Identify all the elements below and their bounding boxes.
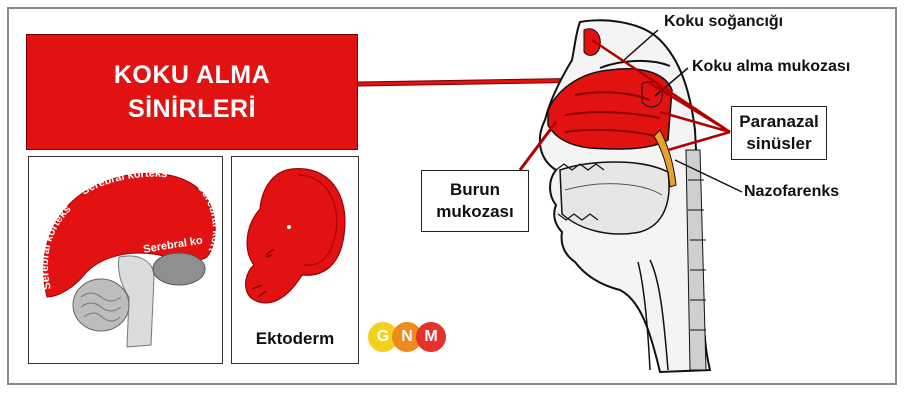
- olfactory-bulb-label: Koku soğancığı: [664, 13, 783, 31]
- nasal-mucosa-line-2: mukozası: [422, 201, 528, 223]
- nasal-mucosa-line-1: Burun: [422, 179, 528, 201]
- nasal-mucosa-box: Burun mukozası: [421, 170, 529, 232]
- paranasal-line-2: sinüsler: [732, 133, 826, 155]
- olfactory-mucosa-label: Koku alma mukozası: [692, 58, 850, 76]
- paranasal-line-1: Paranazal: [732, 111, 826, 133]
- nasopharynx-label: Nazofarenks: [744, 183, 839, 201]
- paranasal-sinuses-box: Paranazal sinüsler: [731, 106, 827, 160]
- logo-m: M: [416, 322, 446, 352]
